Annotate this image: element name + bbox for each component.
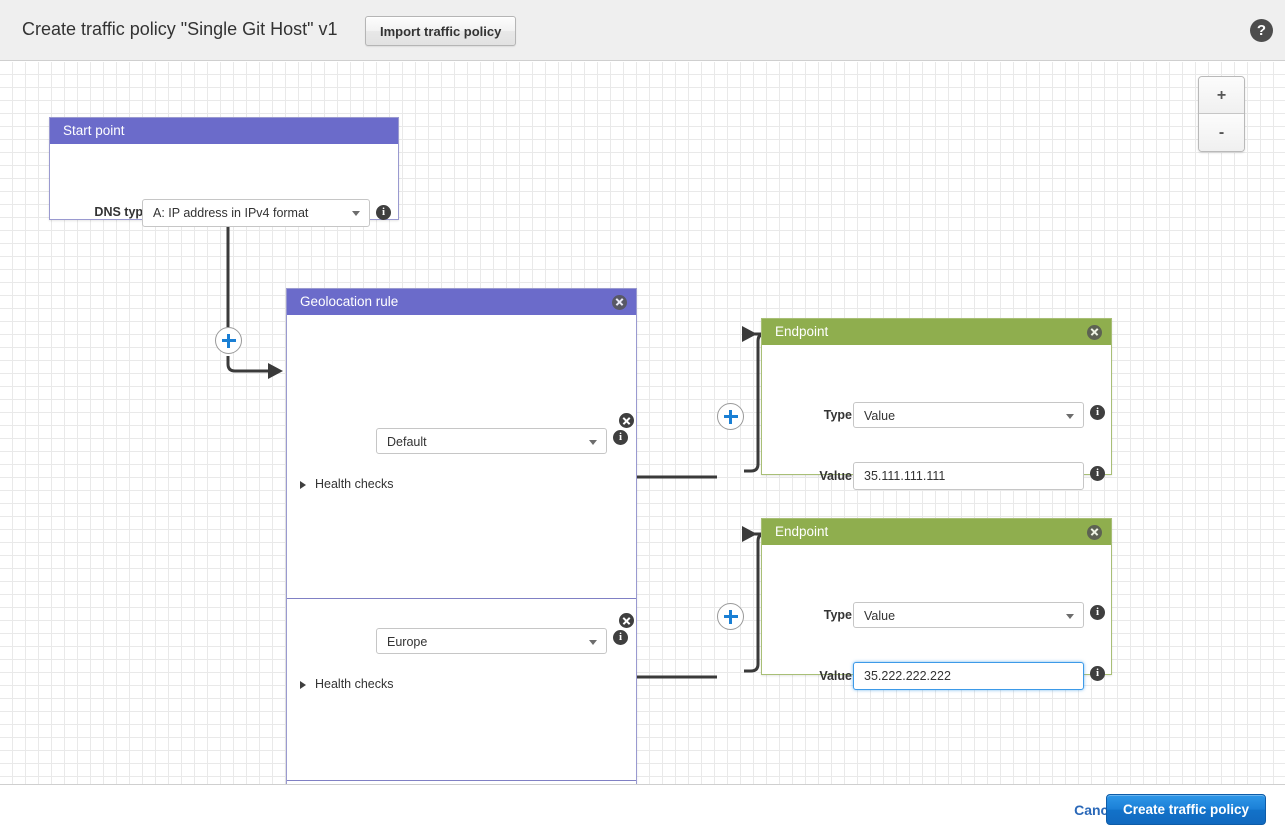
chevron-down-icon <box>1066 414 1074 419</box>
start-point-body: DNS type A: IP address in IPv4 format i <box>50 144 398 227</box>
endpoint-node-1[interactable]: Endpoint Type Value i Value 35.111.111.1… <box>761 318 1112 490</box>
endpoint-node-2[interactable]: Endpoint Type Value i Value 35.222.222.2… <box>761 518 1112 690</box>
location-info-icon-europe[interactable]: i <box>613 630 628 645</box>
section-divider <box>287 598 636 599</box>
page-title: Create traffic policy "Single Git Host" … <box>22 19 338 39</box>
zoom-out-button[interactable]: - <box>1199 114 1244 151</box>
close-icon-endpoint-2[interactable] <box>1087 524 1102 540</box>
import-traffic-policy-button[interactable]: Import traffic policy <box>365 16 517 46</box>
endpoint-1-body: Type Value i Value 35.111.111.111 i <box>762 345 1111 490</box>
chevron-down-icon <box>589 440 597 445</box>
dns-type-info-icon[interactable]: i <box>376 205 391 220</box>
app-header: Create traffic policy "Single Git Host" … <box>0 0 1285 61</box>
chevron-right-icon <box>300 681 306 689</box>
location-select-europe[interactable]: Europe <box>376 628 607 654</box>
dns-type-value: A: IP address in IPv4 format <box>153 206 309 220</box>
location-value-default: Default <box>387 435 427 449</box>
health-checks-toggle-default[interactable]: Health checks <box>300 477 394 491</box>
health-checks-label-europe: Health checks <box>315 677 394 691</box>
zoom-in-button[interactable]: + <box>1199 77 1244 114</box>
chevron-down-icon <box>1066 614 1074 619</box>
start-point-header: Start point <box>50 118 398 144</box>
dns-type-select[interactable]: A: IP address in IPv4 format <box>142 199 370 227</box>
add-node-after-start-point[interactable] <box>215 327 242 354</box>
location-select-default[interactable]: Default <box>376 428 607 454</box>
endpoint-1-type-label: Type <box>823 408 852 422</box>
canvas-zoom-controls[interactable]: + - <box>1198 76 1245 152</box>
endpoint-1-type-value: Value <box>864 409 896 423</box>
endpoint-2-type-select[interactable]: Value <box>853 602 1084 628</box>
endpoint-2-value-text: 35.222.222.222 <box>864 669 951 683</box>
chevron-down-icon <box>589 640 597 645</box>
geolocation-rule-body: Location Default i Health checks Locatio… <box>287 315 636 784</box>
create-traffic-policy-button[interactable]: Create traffic policy <box>1105 794 1266 825</box>
endpoint-2-type-info-icon[interactable]: i <box>1090 605 1105 620</box>
endpoint-2-value-info-icon[interactable]: i <box>1090 666 1105 681</box>
close-icon-endpoint-1[interactable] <box>1087 324 1102 340</box>
footer-action-bar: Cancel Create traffic policy <box>0 786 1285 838</box>
geolocation-rule-header: Geolocation rule <box>287 289 636 315</box>
endpoint-1-value-input[interactable]: 35.111.111.111 <box>853 462 1084 490</box>
endpoint-2-body: Type Value i Value 35.222.222.222 i <box>762 545 1111 690</box>
endpoint-1-header: Endpoint <box>762 319 1111 345</box>
geolocation-rule-node[interactable]: Geolocation rule Location Default i Heal… <box>286 288 637 784</box>
close-icon-geolocation-rule[interactable] <box>612 294 627 310</box>
endpoint-1-type-select[interactable]: Value <box>853 402 1084 428</box>
endpoint-1-value-info-icon[interactable]: i <box>1090 466 1105 481</box>
connector-wires <box>226 219 766 679</box>
endpoint-2-value-input[interactable]: 35.222.222.222 <box>853 662 1084 690</box>
location-info-icon-default[interactable]: i <box>613 430 628 445</box>
close-icon-location-default[interactable] <box>619 413 634 428</box>
endpoint-2-type-value: Value <box>864 609 896 623</box>
endpoint-2-value-label: Value <box>819 669 852 683</box>
add-geo-location-row[interactable]: Add another geo location <box>287 780 636 784</box>
geolocation-rule-title: Geolocation rule <box>300 294 399 309</box>
add-node-europe-branch[interactable] <box>717 603 744 630</box>
start-point-title: Start point <box>63 123 125 138</box>
chevron-right-icon <box>300 481 306 489</box>
chevron-down-icon <box>352 211 360 216</box>
endpoint-2-title: Endpoint <box>775 524 829 539</box>
endpoint-1-value-label: Value <box>819 469 852 483</box>
health-checks-label-default: Health checks <box>315 477 394 491</box>
location-value-europe: Europe <box>387 635 428 649</box>
help-icon[interactable]: ? <box>1250 19 1273 42</box>
health-checks-toggle-europe[interactable]: Health checks <box>300 677 394 691</box>
start-point-node[interactable]: Start point DNS type A: IP address in IP… <box>49 117 399 227</box>
endpoint-2-header: Endpoint <box>762 519 1111 545</box>
close-icon-location-europe[interactable] <box>619 613 634 628</box>
add-node-default-branch[interactable] <box>717 403 744 430</box>
endpoint-1-value-text: 35.111.111.111 <box>864 469 946 483</box>
dns-type-label: DNS type <box>94 205 150 219</box>
endpoint-2-type-label: Type <box>823 608 852 622</box>
endpoint-1-type-info-icon[interactable]: i <box>1090 405 1105 420</box>
endpoint-1-title: Endpoint <box>775 324 829 339</box>
policy-canvas[interactable]: Start point DNS type A: IP address in IP… <box>0 62 1285 785</box>
